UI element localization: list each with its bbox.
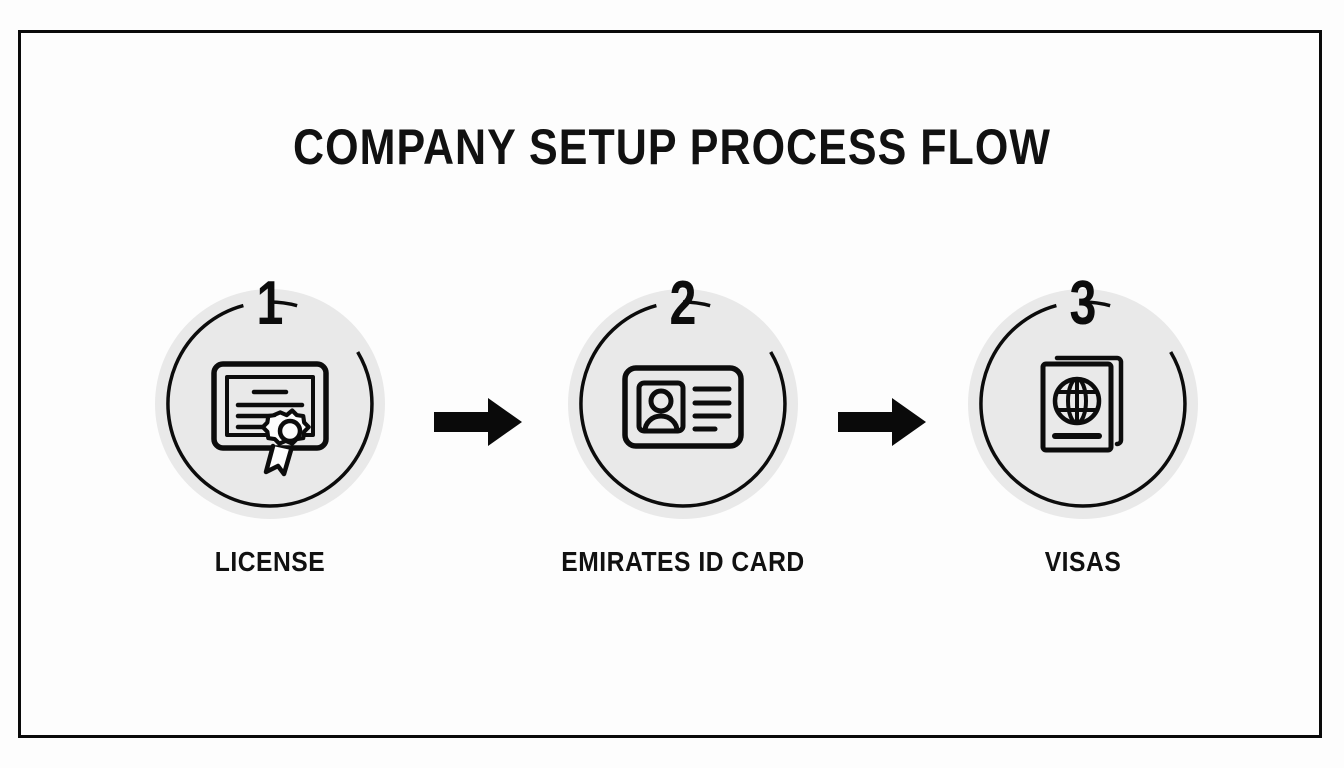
step-badge: 1 — [154, 273, 386, 520]
process-step-license[interactable]: 1 LICENSE — [120, 273, 420, 618]
step-badge: 3 — [967, 273, 1199, 520]
process-step-visas[interactable]: 3 VISAS — [933, 273, 1233, 618]
step-badge-graphic — [155, 289, 385, 519]
step-number: 2 — [669, 269, 697, 338]
step-number: 1 — [256, 269, 284, 338]
badge-ring — [166, 300, 374, 508]
id-card-icon — [622, 365, 744, 449]
badge-ring — [579, 300, 787, 508]
process-steps: 1 LICENSE — [0, 273, 1344, 618]
step-badge-graphic — [568, 289, 798, 519]
arrow-right-icon — [434, 398, 522, 446]
step-number: 3 — [1069, 269, 1097, 338]
step-badge-graphic — [968, 289, 1198, 519]
step-label: EMIRATES ID CARD — [561, 546, 805, 577]
passport-icon — [1040, 355, 1124, 453]
badge-ring — [979, 300, 1187, 508]
page-title: COMPANY SETUP PROCESS FLOW — [293, 119, 1051, 175]
connector-arrow-1 — [432, 396, 524, 448]
step-label: LICENSE — [214, 546, 326, 577]
arrow-right-icon — [838, 398, 926, 446]
process-step-emirates-id-card[interactable]: 2 EMIRATES ID CARD — [533, 273, 833, 618]
badge-fill-circle — [968, 289, 1198, 519]
step-label: VISAS — [1044, 546, 1122, 577]
certificate-icon — [211, 361, 329, 477]
step-badge: 2 — [567, 273, 799, 520]
connector-arrow-2 — [836, 396, 928, 448]
